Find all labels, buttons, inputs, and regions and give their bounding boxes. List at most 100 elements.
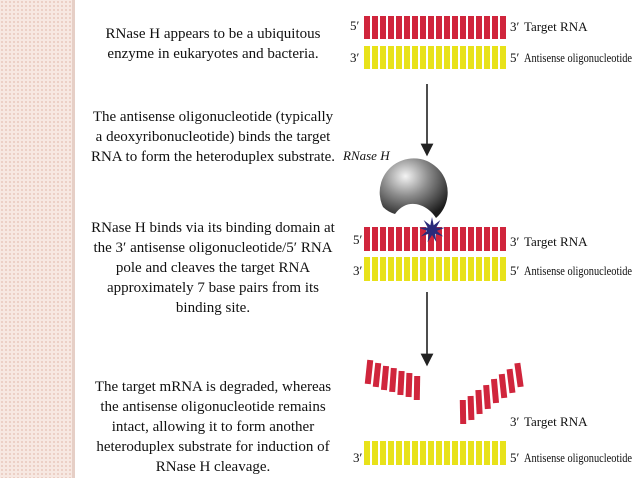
aso-5prime-label-3: 5′ — [510, 450, 520, 465]
aso-nucleotide-bar — [468, 257, 474, 281]
rna-nucleotide-bar — [404, 16, 410, 39]
aso-5prime-label: 5′ — [510, 50, 520, 65]
rna-fragment-bar — [475, 389, 483, 415]
aso-nucleotide-bar — [444, 46, 450, 69]
rna-nucleotide-bar — [452, 16, 458, 39]
target-rna-label-3: Target RNA — [524, 414, 588, 429]
aso-nucleotide-bar — [484, 257, 490, 281]
rna-nucleotide-bar — [428, 227, 434, 251]
rna-fragment-bar — [397, 370, 405, 396]
rna-fragment-bar — [405, 372, 413, 398]
rna-nucleotide-bar — [420, 227, 426, 251]
rna-nucleotide-bar — [492, 16, 498, 39]
aso-nucleotide-bar — [380, 441, 386, 465]
rna-nucleotide-bar — [460, 16, 466, 39]
rna-nucleotide-bar — [364, 16, 370, 39]
rna-fragment-bar — [490, 378, 500, 404]
degraded-rna-fragments — [364, 359, 524, 425]
enzyme-label: RNase H — [342, 148, 390, 163]
aso-nucleotide-bar — [380, 257, 386, 281]
rna-nucleotide-bar — [436, 227, 442, 251]
rna-3prime-label-2: 3′ — [510, 234, 520, 249]
aso-nucleotide-bar — [444, 441, 450, 465]
rna-fragment-bar — [483, 384, 491, 410]
aso-nucleotide-bar — [372, 46, 378, 69]
aso-nucleotide-bar — [452, 257, 458, 281]
text-rnase-h-ubiquitous: RNase H appears to be a ubiquitous enzym… — [105, 26, 321, 62]
aso-nucleotide-bar — [436, 441, 442, 465]
aso-nucleotide-bar — [364, 46, 370, 69]
rna-fragment-bar — [498, 373, 508, 399]
rna-nucleotide-bar — [484, 16, 490, 39]
decorative-left-band — [0, 0, 72, 478]
aso-nucleotide-bar — [468, 46, 474, 69]
aso-5prime-label-2: 5′ — [510, 263, 520, 278]
aso-nucleotide-bar — [436, 257, 442, 281]
aso-nucleotide-bar — [372, 441, 378, 465]
rna-nucleotide-bar — [364, 227, 370, 251]
aso-nucleotide-bar — [388, 441, 394, 465]
aso-nucleotide-bar — [492, 441, 498, 465]
rna-3prime-label-3: 3′ — [510, 414, 520, 429]
rna-nucleotide-bar — [380, 227, 386, 251]
rna-fragment-bar — [372, 362, 382, 388]
rna-nucleotide-bar — [476, 16, 482, 39]
text-target-degraded: The target mRNA is degraded, whereas the… — [94, 379, 332, 475]
rna-fragment-bar — [459, 399, 467, 425]
text-rnase-h-binding-cleavage: RNase H binds via its binding domain at … — [91, 220, 335, 316]
antisense-label: Antisense oligonucleotide — [524, 50, 632, 65]
aso-nucleotide-bar — [476, 441, 482, 465]
stage-1-heteroduplex: 5′ 3′ 3′ Target RNA 5′ Antisense oligonu… — [350, 16, 632, 69]
aso-nucleotide-bar — [428, 46, 434, 69]
aso-nucleotide-bar — [404, 46, 410, 69]
aso-nucleotide-bar — [500, 257, 506, 281]
rna-nucleotide-bar — [444, 227, 450, 251]
band-edge — [72, 0, 75, 478]
aso-nucleotide-bar — [420, 441, 426, 465]
aso-nucleotide-bar — [372, 257, 378, 281]
aso-nucleotide-bar — [476, 257, 482, 281]
rna-nucleotide-bar — [476, 227, 482, 251]
rnase-h-enzyme-shape — [379, 158, 448, 218]
rna-nucleotide-bar — [468, 227, 474, 251]
rna-nucleotide-bar — [436, 16, 442, 39]
antisense-label-2: Antisense oligonucleotide — [524, 263, 632, 278]
aso-nucleotide-bar — [396, 46, 402, 69]
antisense-strand-bound — [364, 257, 506, 281]
aso-nucleotide-bar — [404, 441, 410, 465]
aso-nucleotide-bar — [444, 257, 450, 281]
antisense-strand-intact — [364, 441, 506, 465]
rna-5prime-label: 5′ — [350, 18, 360, 33]
aso-nucleotide-bar — [412, 257, 418, 281]
aso-nucleotide-bar — [484, 46, 490, 69]
aso-nucleotide-bar — [364, 257, 370, 281]
aso-nucleotide-bar — [476, 46, 482, 69]
rna-nucleotide-bar — [428, 16, 434, 39]
aso-nucleotide-bar — [500, 46, 506, 69]
aso-nucleotide-bar — [396, 257, 402, 281]
target-rna-label-2: Target RNA — [524, 234, 588, 249]
aso-nucleotide-bar — [364, 441, 370, 465]
aso-nucleotide-bar — [412, 441, 418, 465]
aso-nucleotide-bar — [420, 46, 426, 69]
target-rna-strand — [364, 16, 506, 39]
rna-nucleotide-bar — [396, 16, 402, 39]
aso-nucleotide-bar — [460, 46, 466, 69]
stage-3-degraded-rna: 3′ Target RNA 3′ 5′ Antisense oligonucle… — [353, 359, 632, 465]
rna-5prime-label-2: 5′ — [353, 232, 363, 247]
stage-2-rnase-binding: RNase H 5′ 3′ 3′ Target RNA 5′ Antisense… — [342, 148, 632, 281]
rna-fragment-bar — [389, 367, 397, 393]
aso-nucleotide-bar — [412, 46, 418, 69]
aso-nucleotide-bar — [460, 257, 466, 281]
rna-nucleotide-bar — [396, 227, 402, 251]
rna-nucleotide-bar — [460, 227, 466, 251]
rna-nucleotide-bar — [372, 16, 378, 39]
aso-3prime-label-2: 3′ — [353, 263, 363, 278]
rna-nucleotide-bar — [412, 16, 418, 39]
antisense-strand — [364, 46, 506, 69]
aso-nucleotide-bar — [484, 441, 490, 465]
antisense-label-3: Antisense oligonucleotide — [524, 450, 632, 465]
text-heteroduplex-formation: The antisense oligonucleotide (typically… — [90, 109, 336, 165]
rna-nucleotide-bar — [500, 227, 506, 251]
